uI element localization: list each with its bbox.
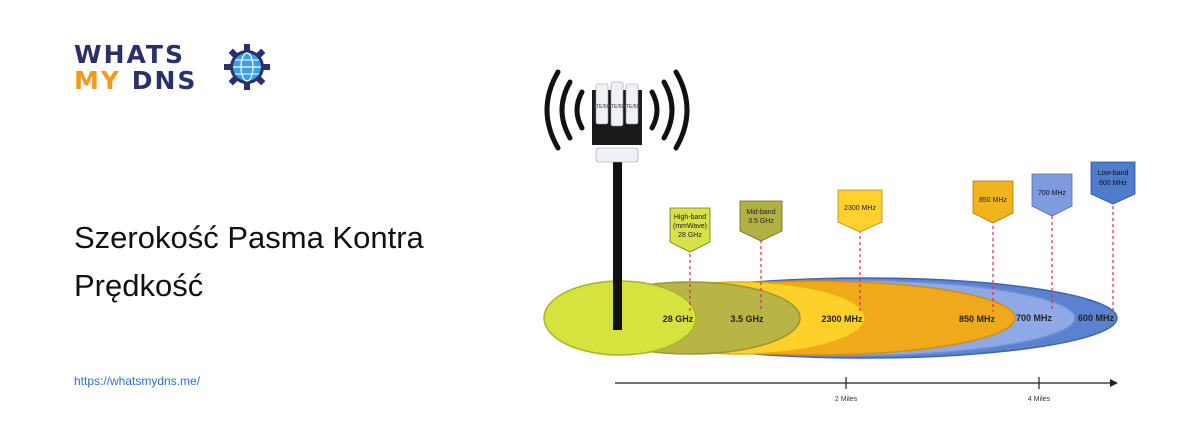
tower-label-1: LTE/5G bbox=[594, 104, 611, 110]
whatsmydns-logo: WHATS MY DNS bbox=[74, 40, 274, 100]
band-bubble-mid-band: Mid-band 3.5 GHz bbox=[739, 200, 783, 242]
bubble-text: Mid-band bbox=[746, 209, 775, 216]
gear-globe-icon bbox=[224, 44, 270, 90]
bandwidth-range-diagram: 28 GHz 3.5 GHz 2300 MHz 850 MHz 700 MHz … bbox=[543, 69, 1136, 403]
bubble-text: 850 MHz bbox=[979, 197, 1008, 204]
axis-label-2-miles: 2 Miles bbox=[835, 396, 858, 403]
band-bubble-2300mhz: 2300 MHz bbox=[837, 189, 883, 233]
distance-axis: 2 Miles 4 Miles bbox=[615, 377, 1118, 403]
logo-text-dns: DNS bbox=[131, 66, 198, 95]
ellipse-label-3.5ghz: 3.5 GHz bbox=[730, 314, 764, 324]
band-bubble-850mhz: 850 MHz bbox=[972, 180, 1014, 224]
axis-label-4-miles: 4 Miles bbox=[1028, 396, 1051, 403]
tower-mast bbox=[613, 160, 622, 330]
ellipse-label-850mhz: 850 MHz bbox=[959, 314, 996, 324]
bubble-text: 700 MHz bbox=[1038, 190, 1067, 197]
logo-text-mydns: MY DNS bbox=[74, 66, 197, 95]
ellipse-label-28ghz: 28 GHz bbox=[663, 314, 694, 324]
ellipse-label-2300mhz: 2300 MHz bbox=[821, 314, 863, 324]
ellipse-label-600mhz: 600 MHz bbox=[1078, 313, 1115, 323]
tower-antenna-icon: LTE/5G LTE/5G LTE/5G bbox=[592, 81, 642, 163]
band-bubble-low-band: Low-band 600 MHz bbox=[1090, 161, 1136, 205]
bubble-text: 600 MHz bbox=[1099, 180, 1128, 187]
tower-label-2: LTE/5G bbox=[609, 104, 626, 110]
bubble-text: 2300 MHz bbox=[844, 205, 876, 212]
logo-text-my: MY bbox=[74, 66, 121, 95]
band-bubble-700mhz: 700 MHz bbox=[1031, 173, 1073, 217]
bubble-text: (mmWave) bbox=[673, 223, 707, 230]
bubble-text: Low-band bbox=[1098, 170, 1129, 177]
signal-waves-icon bbox=[544, 69, 690, 151]
bubble-text: High-band bbox=[674, 214, 706, 221]
logo-text-whats: WHATS bbox=[74, 40, 185, 69]
ellipse-label-700mhz: 700 MHz bbox=[1016, 313, 1053, 323]
site-link[interactable]: https://whatsmydns.me/ bbox=[74, 374, 201, 388]
bubble-text: 28 GHz bbox=[678, 232, 702, 239]
tower-label-3: LTE/5G bbox=[624, 104, 641, 110]
band-bubble-high-band: High-band (mmWave) 28 GHz bbox=[669, 207, 711, 253]
bubble-text: 3.5 GHz bbox=[748, 218, 774, 225]
page-title: Szerokość Pasma Kontra Prędkość bbox=[74, 220, 424, 303]
